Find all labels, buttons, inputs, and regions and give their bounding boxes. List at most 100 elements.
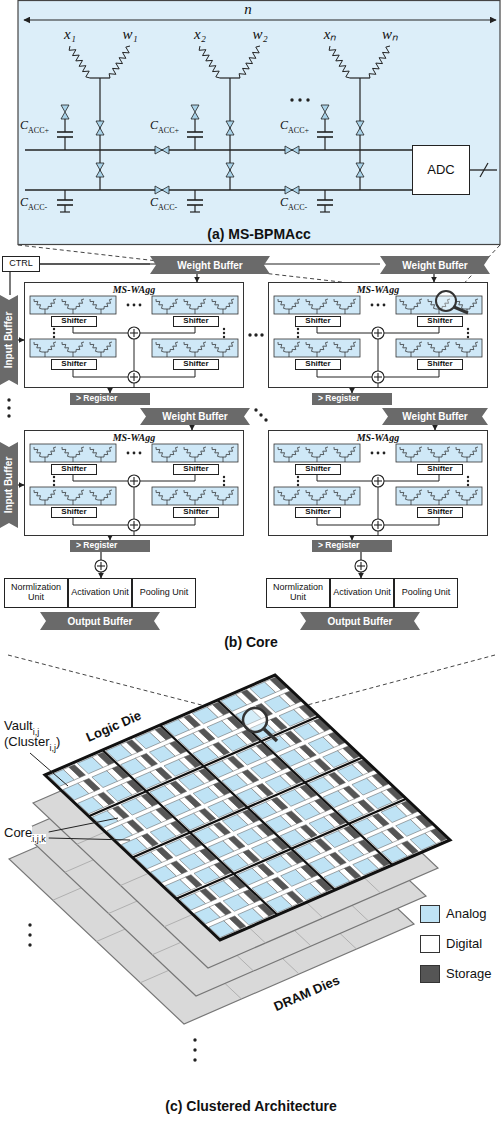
- buffer-banner: Output Buffer: [40, 612, 160, 630]
- ellipsis-dot: [296, 483, 298, 485]
- capacitor-subscript: ACC-: [158, 203, 177, 212]
- ellipsis-dot: [126, 303, 129, 306]
- resistor-symbol: [34, 342, 42, 352]
- wire: [316, 309, 317, 314]
- resistor-symbol: [320, 342, 328, 352]
- node-text: Normlization Unit: [5, 583, 67, 603]
- resistor-symbol: [62, 342, 70, 352]
- ellipsis-dot: [260, 333, 263, 336]
- resistor-symbol: [198, 447, 206, 457]
- wire: [324, 137, 325, 150]
- wire: [377, 383, 378, 388]
- resistor-symbol: [104, 299, 112, 309]
- wire: [25, 189, 412, 190]
- resistor-symbol: [292, 299, 300, 309]
- adder-symbol: [355, 560, 367, 572]
- resistor-symbol: [470, 490, 478, 500]
- unit-box: Normlization Unit: [4, 578, 68, 608]
- switch-symbol: [226, 121, 234, 135]
- buffer-banner: Weight Buffer: [380, 256, 490, 274]
- resistor-symbol: [104, 342, 112, 352]
- wire: [194, 352, 195, 357]
- node-text: Weight Buffer: [160, 411, 229, 422]
- resistor-symbol: [226, 342, 234, 352]
- logic-die: [45, 675, 450, 940]
- resistor-symbol: [69, 46, 90, 78]
- input-label: x₁: [64, 26, 76, 43]
- resistor-symbol: [292, 447, 300, 457]
- register-tag: > Register: [70, 540, 150, 552]
- shifter-box: Shifter: [173, 464, 219, 475]
- node-text: Weight Buffer: [175, 260, 244, 271]
- ellipsis-dot: [222, 483, 224, 485]
- unit-box: Activation Unit: [330, 578, 394, 608]
- wire: [64, 205, 65, 212]
- adder-symbol: [360, 562, 361, 570]
- aggregator-block: MS-WAggShifterShifterShifterShifter: [24, 430, 244, 536]
- analog-cell: [396, 487, 482, 505]
- resistor-symbol: [212, 342, 220, 352]
- ellipsis-dot: [296, 475, 298, 477]
- resistor-symbol: [470, 447, 478, 457]
- shifter-box: Shifter: [173, 507, 219, 518]
- node-text: Shifter: [59, 317, 88, 326]
- magnifier-icon: [264, 729, 277, 741]
- resistor-symbol: [414, 342, 422, 352]
- resistor-symbol: [414, 299, 422, 309]
- node-text: Shifter: [303, 508, 332, 517]
- wire: [438, 352, 439, 357]
- analog-cell: [152, 444, 238, 462]
- wire: [410, 309, 411, 314]
- capacitor-label: C: [280, 119, 288, 133]
- process-box: ADC: [412, 145, 470, 195]
- switch-symbol: [356, 121, 364, 135]
- node-text: Shifter: [181, 465, 210, 474]
- ellipsis-dot: [126, 451, 129, 454]
- resistor-symbol: [90, 342, 98, 352]
- adder-symbol: [95, 560, 107, 572]
- ellipsis-dot: [296, 479, 298, 481]
- ellipsis-dot: [222, 335, 224, 337]
- wire: [166, 352, 167, 357]
- capacitor-symbol: [187, 136, 203, 138]
- analog-cell: [30, 444, 116, 462]
- node-text: Weight Buffer: [400, 411, 469, 422]
- ellipsis-dot: [132, 303, 135, 306]
- shifter-box: Shifter: [295, 359, 341, 370]
- cluster-label: (Cluster: [4, 735, 50, 750]
- resistor-symbol: [76, 299, 84, 309]
- ellipsis-dot: [370, 303, 373, 306]
- ellipsis-dot: [132, 451, 135, 454]
- ellipsis-dot: [193, 1038, 196, 1041]
- connector: [433, 274, 434, 282]
- connector: [9, 272, 10, 295]
- adder-symbol: [133, 373, 134, 381]
- ellipsis-dot: [28, 923, 31, 926]
- resistor-symbol: [348, 447, 356, 457]
- resistor-symbol: [156, 299, 164, 309]
- analog-cell: [30, 339, 116, 357]
- resistor-symbol: [428, 447, 436, 457]
- wire: [100, 309, 101, 314]
- ellipsis-dot: [254, 408, 257, 411]
- dimension-label: n: [244, 1, 252, 18]
- wire: [100, 352, 101, 357]
- wire: [316, 457, 317, 462]
- wire: [480, 163, 488, 177]
- ellipsis-dot: [248, 333, 251, 336]
- leader-line: [49, 818, 118, 832]
- wire: [222, 457, 223, 462]
- legend-swatch: [420, 935, 440, 953]
- connector: [100, 552, 101, 578]
- shifter-box: Shifter: [295, 507, 341, 518]
- resistor-symbol: [90, 299, 98, 309]
- resistor-symbol: [90, 490, 98, 500]
- resistor-symbol: [212, 447, 220, 457]
- wire: [288, 500, 289, 505]
- resistor-symbol: [156, 342, 164, 352]
- ellipsis-dot: [52, 475, 54, 477]
- switch-symbol: [321, 105, 329, 119]
- ellipsis-dot: [382, 303, 385, 306]
- resistor-symbol: [442, 447, 450, 457]
- node-text: MS-WAgg: [25, 283, 243, 296]
